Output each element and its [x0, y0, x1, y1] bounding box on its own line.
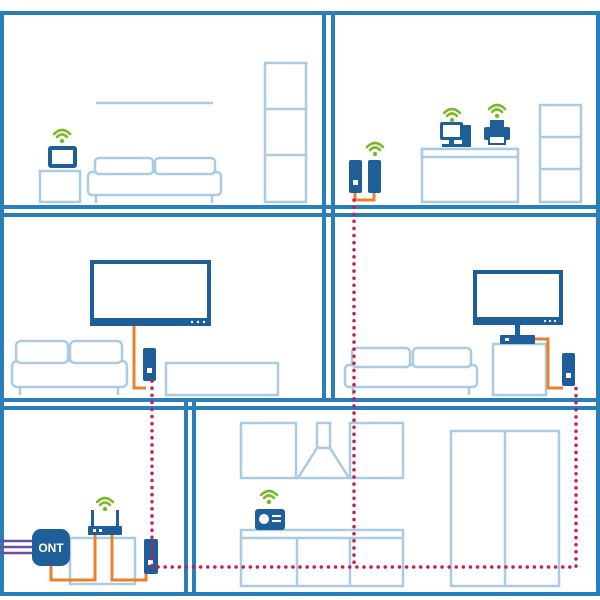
ethernet-cable: [535, 337, 563, 390]
ethernet-cable: [353, 193, 376, 202]
upper-cabinet: [348, 421, 405, 480]
printer-icon: [484, 120, 510, 145]
bookshelf: [538, 103, 583, 204]
tv-icon: [473, 270, 563, 335]
ethernet-cable: [132, 326, 146, 390]
sofa: [86, 156, 223, 203]
building-walls: [0, 11, 600, 596]
wardrobe: [449, 429, 561, 588]
room-middle-right: [343, 270, 575, 397]
range-hood: [295, 421, 352, 480]
ont-box-icon: ONT: [32, 529, 70, 566]
wifi-icon: [487, 103, 507, 119]
wifi-icon: [259, 489, 279, 505]
powerline-adapter-icon: [143, 348, 156, 381]
powerline-adapter-icon: [562, 353, 575, 386]
powerline-adapter-icon: [144, 539, 158, 574]
desk: [420, 147, 520, 204]
wifi-icon: [95, 496, 115, 512]
room-bottom-left: ONT: [0, 496, 158, 586]
sofa: [343, 346, 479, 395]
wifi-icon: [442, 107, 462, 123]
ethernet-cable: [110, 535, 148, 582]
radio-icon: [255, 509, 285, 530]
wifi-icon: [52, 128, 72, 144]
room-middle-left: [10, 260, 280, 397]
desktop-pc-icon: [440, 122, 471, 147]
side-table: [38, 169, 82, 204]
tv-cabinet: [164, 361, 280, 397]
kitchen-counter: [239, 528, 405, 588]
tv-stand: [491, 342, 548, 397]
bookshelf: [263, 61, 308, 204]
ethernet-cable: [49, 535, 97, 582]
room-bottom-right: [239, 421, 561, 588]
powerline-adapter-icon: [349, 160, 381, 193]
router-table: [68, 536, 137, 586]
powerline-path: [150, 198, 578, 569]
set-top-box-icon: [500, 335, 535, 344]
room-top-right: [349, 103, 583, 204]
router-icon: [88, 510, 122, 535]
ont-label: ONT: [38, 541, 64, 555]
sofa: [10, 339, 129, 395]
tv-icon: [90, 260, 211, 326]
tablet-icon: [48, 146, 77, 168]
room-top-left: [38, 61, 308, 204]
upper-cabinet: [239, 421, 298, 480]
wifi-icon: [365, 141, 385, 157]
